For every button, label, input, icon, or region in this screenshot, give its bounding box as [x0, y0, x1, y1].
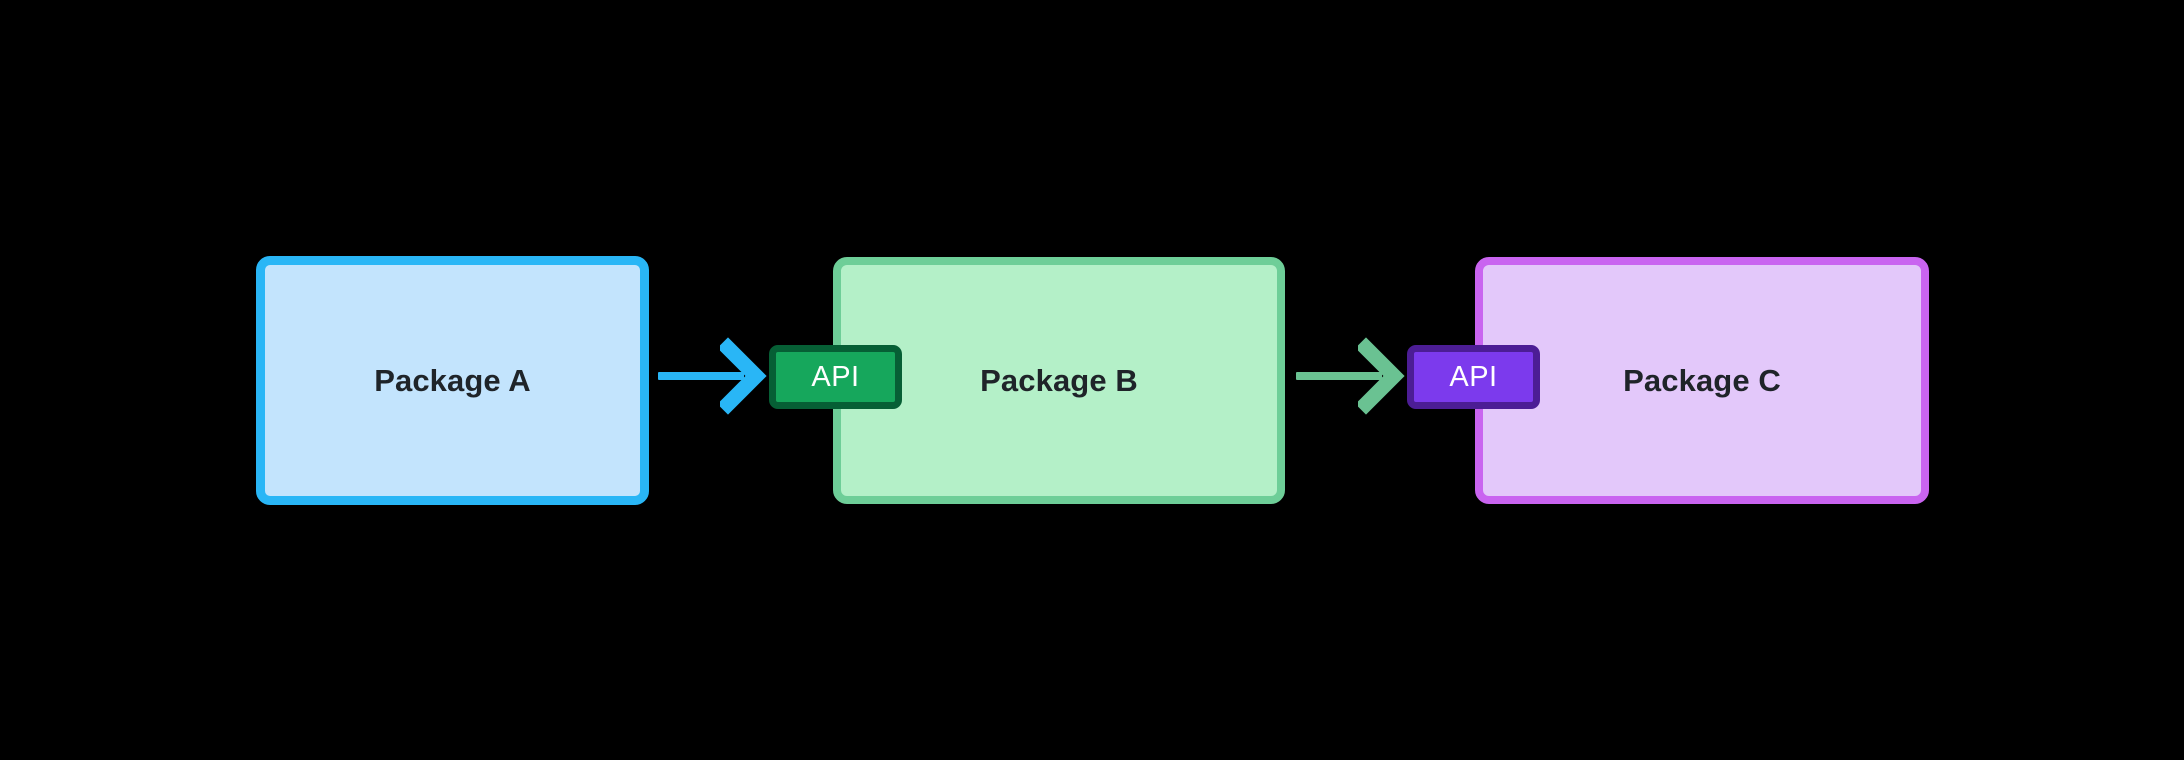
- api-badge-label-package-b: API: [811, 360, 860, 393]
- edge-line-b-to-c: [1296, 372, 1382, 380]
- chevron-arrowhead-icon: [720, 336, 768, 416]
- node-package-c[interactable]: Package C: [1475, 257, 1929, 504]
- api-badge-package-b[interactable]: API: [769, 345, 902, 409]
- edge-package-a-to-package-b: [658, 336, 770, 416]
- api-badge-package-c[interactable]: API: [1407, 345, 1540, 409]
- api-badge-label-package-c: API: [1449, 360, 1498, 393]
- node-label-package-c: Package C: [1623, 362, 1781, 398]
- node-label-package-b: Package B: [980, 362, 1138, 398]
- edge-package-b-to-package-c: [1296, 336, 1408, 416]
- node-label-package-a: Package A: [374, 362, 531, 398]
- node-package-a[interactable]: Package A: [256, 256, 649, 505]
- chevron-arrowhead-icon: [1358, 336, 1406, 416]
- edge-line-a-to-b: [658, 372, 744, 380]
